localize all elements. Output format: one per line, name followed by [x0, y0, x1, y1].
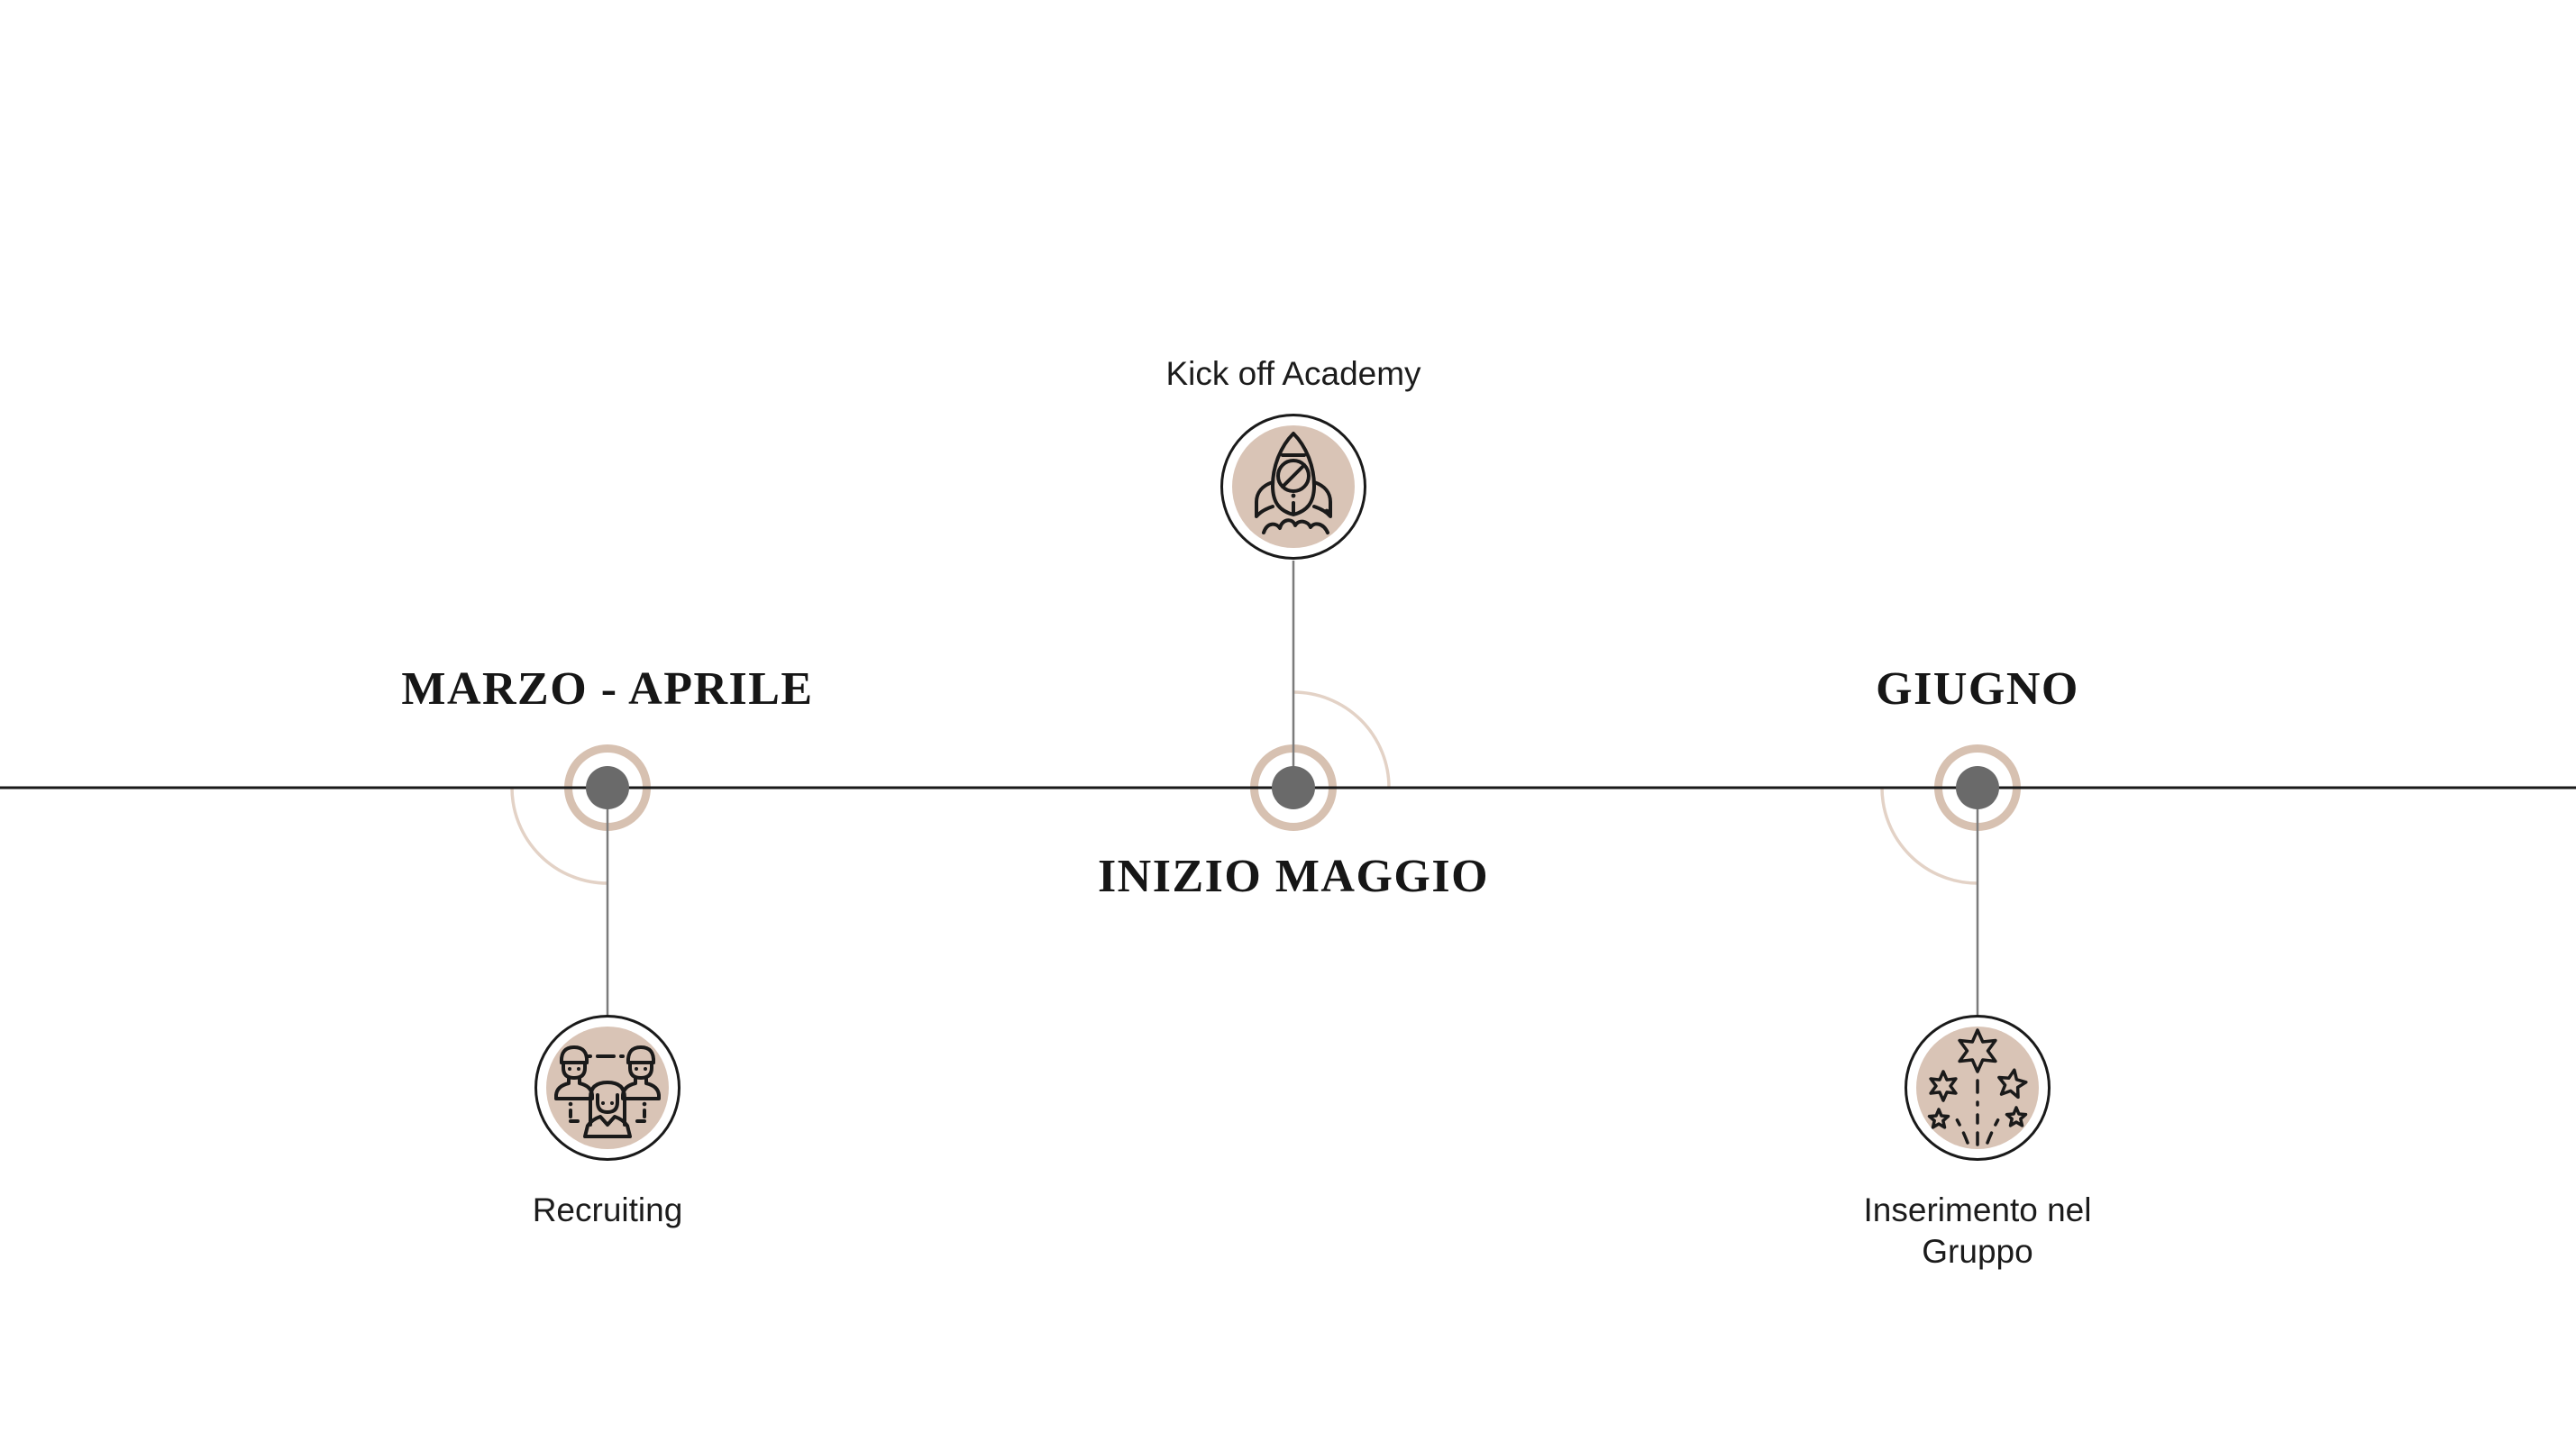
icon-fill-circle: [1232, 425, 1355, 548]
event-label-inserimento-nel-gruppo: Inserimento nel Gruppo: [1863, 1191, 2092, 1270]
quarter-arc: [1880, 787, 1978, 885]
node-dot: [1956, 766, 1999, 809]
team-icon: [534, 1015, 681, 1161]
node-dot: [1272, 766, 1315, 809]
event-label-recruiting: Recruiting: [532, 1191, 683, 1228]
quarter-arc: [510, 787, 608, 885]
period-label-inizio-maggio: INIZIO MAGGIO: [1097, 851, 1490, 902]
period-label-marzo-aprile: MARZO - APRILE: [401, 663, 814, 715]
node-dot: [586, 766, 629, 809]
event-label-kick-off-academy: Kick off Academy: [1165, 355, 1421, 392]
fireworks-icon: [1905, 1015, 2051, 1161]
quarter-arc: [1293, 690, 1391, 789]
icon-fill-circle: [546, 1027, 669, 1149]
rocket-icon: [1220, 414, 1366, 560]
period-label-giugno: GIUGNO: [1876, 663, 2079, 715]
